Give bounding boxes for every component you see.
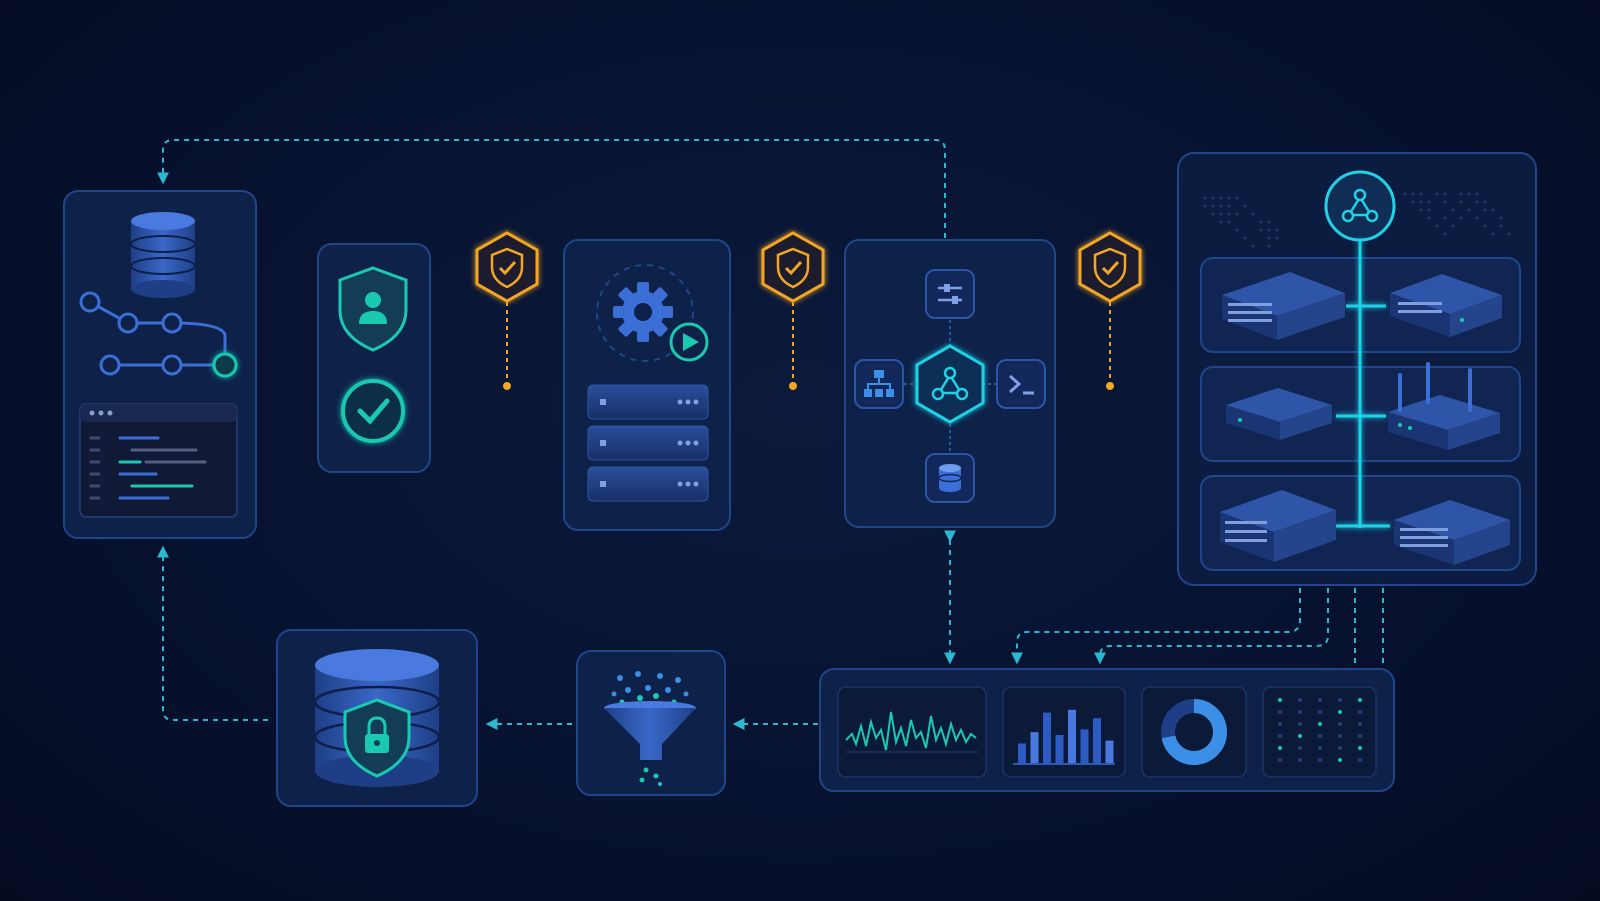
matrix-dot <box>1358 758 1362 762</box>
shield-check-icon <box>490 247 524 289</box>
loop-top-connector <box>157 139 946 238</box>
hub-icon <box>1324 170 1396 242</box>
deploy-monitor-link-2 <box>1094 588 1329 665</box>
monitor-bars <box>1018 709 1114 763</box>
matrix-dot <box>1278 710 1282 714</box>
monitor-bar <box>1055 735 1064 763</box>
matrix-dot <box>1278 758 1282 762</box>
source-panel[interactable] <box>63 190 257 539</box>
git-branch-icon <box>79 291 238 378</box>
gate-1 <box>475 231 539 384</box>
matrix-dot <box>1298 746 1302 750</box>
network-switch-icon <box>1390 274 1502 337</box>
matrix-dot <box>1338 698 1342 702</box>
settings-sliders-icon <box>925 269 975 319</box>
database-icon <box>925 453 975 503</box>
router-icon <box>1226 388 1332 440</box>
waveform-chart-icon <box>837 686 987 778</box>
approval-gates <box>475 231 1142 384</box>
matrix-dot <box>1318 698 1322 702</box>
build-panel[interactable] <box>563 239 731 531</box>
auth-panel[interactable] <box>317 243 431 473</box>
matrix-dot <box>1318 710 1322 714</box>
matrix-dot <box>1358 746 1362 750</box>
gate-2 <box>761 231 825 384</box>
gate-3 <box>1078 231 1142 384</box>
code-editor-icon <box>79 403 238 518</box>
orchestrate-panel[interactable] <box>844 239 1056 528</box>
matrix-dot <box>1278 722 1282 726</box>
monitor-bar <box>1018 743 1026 763</box>
monitor-bar <box>1043 712 1051 763</box>
donut-slice <box>1161 699 1195 739</box>
matrix-dot <box>1338 746 1342 750</box>
monitor-bar <box>1068 709 1076 763</box>
shield-check-icon <box>1093 247 1127 289</box>
monitor-bar <box>1105 740 1114 763</box>
matrix-dot <box>1278 734 1282 738</box>
hierarchy-icon <box>854 359 904 409</box>
user-shield-icon <box>338 266 408 352</box>
matrix-dot <box>1298 758 1302 762</box>
donut-slice <box>1161 699 1227 765</box>
matrix-dot <box>1298 698 1302 702</box>
matrix-dot <box>1318 734 1322 738</box>
check-circle-icon <box>341 379 405 443</box>
server-stack-icon <box>587 384 709 502</box>
matrix-dot <box>1278 698 1282 702</box>
matrix-dot <box>1338 734 1342 738</box>
gate-junctions <box>503 382 1114 390</box>
matrix-dot <box>1318 722 1322 726</box>
matrix-dot <box>1358 698 1362 702</box>
database-icon <box>130 212 196 298</box>
matrix-dot <box>1298 710 1302 714</box>
monitor-panel[interactable] <box>819 668 1395 792</box>
shield-check-icon <box>776 247 810 289</box>
monitor-bar <box>1080 729 1089 763</box>
matrix-dot <box>1318 758 1322 762</box>
network-switch-icon <box>1220 490 1336 562</box>
monitor-bar <box>1030 732 1039 763</box>
network-switch-icon <box>1394 500 1510 565</box>
deploy-panel[interactable] <box>1177 152 1537 586</box>
deploy-monitor-link-1 <box>1011 588 1301 665</box>
play-icon <box>669 322 709 362</box>
matrix-dot <box>1358 710 1362 714</box>
matrix-icon <box>1262 686 1377 778</box>
matrix-dot <box>1278 746 1282 750</box>
matrix-dot <box>1318 746 1322 750</box>
funnel-icon <box>604 671 696 786</box>
matrix-dot <box>1298 734 1302 738</box>
matrix-dot <box>1298 722 1302 726</box>
feedback-connectors <box>157 139 1384 730</box>
world-map-icon <box>1203 192 1511 248</box>
monitor-bar <box>1093 718 1101 763</box>
secure-storage-panel[interactable] <box>276 629 478 807</box>
terminal-icon <box>996 359 1046 409</box>
filter-panel[interactable] <box>576 650 726 796</box>
loop-left-connector <box>157 545 268 721</box>
matrix-dot <box>1338 722 1342 726</box>
bar-chart-icon <box>1002 686 1126 778</box>
matrix-dot <box>1358 722 1362 726</box>
gear-icon <box>613 282 673 342</box>
deploy-bus <box>1336 240 1390 528</box>
matrix-dot <box>1338 758 1342 762</box>
hub-icon <box>915 344 985 424</box>
matrix-dot <box>1358 734 1362 738</box>
router-icon <box>1388 362 1500 450</box>
database-lock-icon <box>313 649 441 787</box>
network-switch-icon <box>1222 272 1345 340</box>
matrix-dot <box>1338 710 1342 714</box>
donut-chart-icon <box>1141 686 1247 778</box>
